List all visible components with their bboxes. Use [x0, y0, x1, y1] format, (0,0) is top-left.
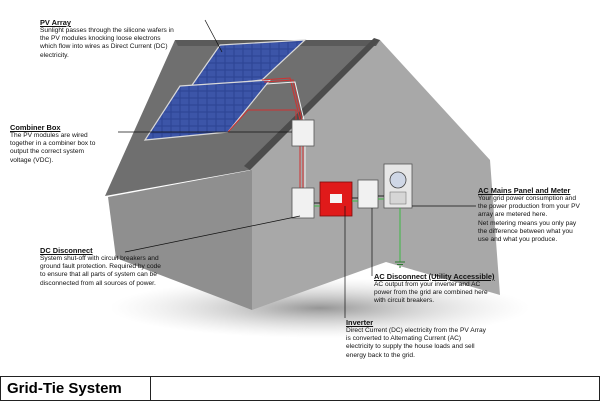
ground-symbol	[395, 261, 405, 268]
callout-dc-disconnect: DC Disconnect System shut-off with circu…	[40, 246, 200, 288]
callout-title: AC Mains Panel and Meter	[478, 186, 571, 195]
callout-body: The PV modules are wired together in a c…	[10, 132, 96, 164]
combiner-box	[291, 119, 315, 147]
callout-body: Direct Current (DC) electricity from the…	[346, 327, 486, 359]
callout-body: Your grid power consumption and the powe…	[478, 195, 580, 244]
callout-title: Combiner Box	[10, 123, 61, 132]
front-wall	[108, 170, 252, 310]
callout-body: Sunlight passes through the silicone waf…	[40, 27, 174, 59]
leader-lines	[118, 19, 476, 318]
dc-disconnect-box	[291, 187, 315, 219]
callout-ac-disconnect: AC Disconnect (Utility Accessible) AC ou…	[374, 272, 514, 306]
callout-pv-array: PV Array Sunlight passes through the sil…	[40, 18, 215, 60]
callout-title: PV Array	[40, 18, 71, 27]
dc-wiring	[227, 77, 304, 190]
callout-combiner-box: Combiner Box The PV modules are wired to…	[10, 123, 130, 165]
callout-body: AC output from your inverter and AC powe…	[374, 281, 488, 305]
roof	[105, 40, 380, 196]
wire-white	[265, 81, 306, 190]
inverter-box	[319, 181, 353, 217]
footer-bar: Grid-Tie System	[0, 376, 600, 401]
callout-body: System shut-off with circuit breakers an…	[40, 255, 161, 287]
callout-ac-mains: AC Mains Panel and Meter Your grid power…	[478, 186, 598, 244]
callout-title: AC Disconnect (Utility Accessible)	[374, 272, 495, 281]
ac-disconnect-box	[357, 179, 379, 209]
callout-title: DC Disconnect	[40, 246, 93, 255]
callout-title: Inverter	[346, 318, 374, 327]
meter-dial	[389, 171, 407, 189]
diagram-title: Grid-Tie System	[1, 377, 151, 400]
callout-inverter: Inverter Direct Current (DC) electricity…	[346, 318, 526, 360]
ac-wiring	[314, 195, 384, 207]
